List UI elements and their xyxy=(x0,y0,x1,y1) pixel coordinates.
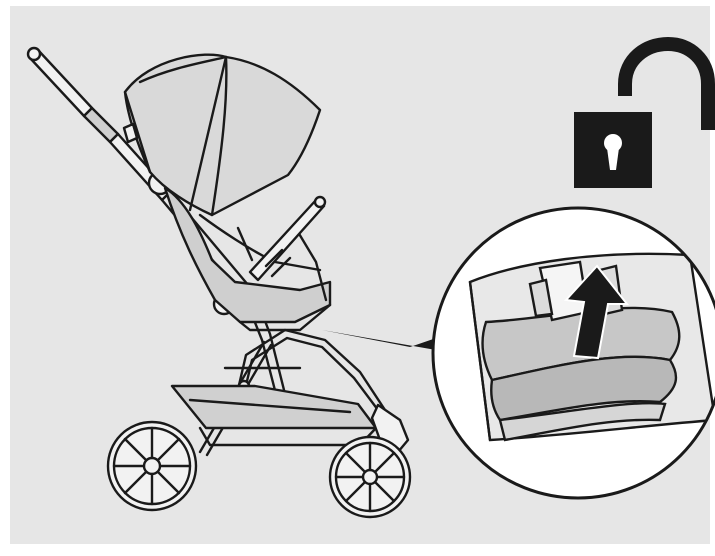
rear-wheel xyxy=(108,422,196,510)
storage-basket xyxy=(172,386,376,445)
callout-pointer xyxy=(322,330,442,350)
zoom-callout xyxy=(433,208,715,498)
bumper-bar xyxy=(250,197,325,280)
stroller-illustration xyxy=(28,48,410,517)
unlocked-padlock-icon xyxy=(574,44,708,188)
